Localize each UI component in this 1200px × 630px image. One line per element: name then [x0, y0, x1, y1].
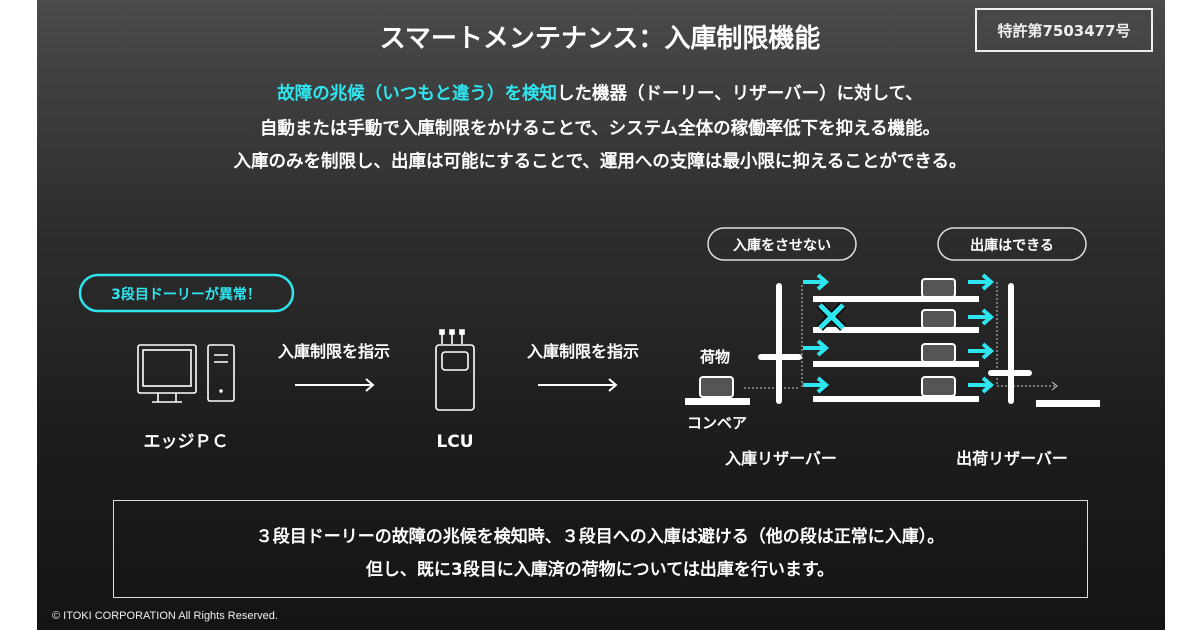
patent-badge: 特許第7503477号 [975, 8, 1153, 52]
blocked-x-icon [817, 302, 846, 331]
intro-line-1: 故障の兆候（いつもと違う）を検知した機器（ドーリー、リザーバー）に対して、 [0, 80, 1200, 105]
entry-reserver [758, 283, 802, 404]
cyan-arrow-icon [968, 273, 995, 291]
intro-line-2: 自動または手動で入庫制限をかけることで、システム全体の稼働率低下を抑える機能。 [259, 119, 941, 139]
edge-pc-label: エッジＰＣ [144, 432, 229, 452]
alert-text: 3段目ドーリーが異常！ [111, 286, 261, 303]
no-entry-pill [707, 227, 857, 261]
instruction-label-1: 入庫制限を指示 [278, 342, 390, 361]
exit-reserver [988, 283, 1032, 404]
lcu-device-icon [435, 329, 475, 411]
alert-pill [78, 273, 295, 313]
dotted-path [996, 282, 1055, 387]
cyan-arrow-icon [968, 342, 995, 360]
arrow-right-icon [295, 378, 375, 392]
arrow-right-icon [538, 378, 618, 392]
cyan-arrow-icon [803, 376, 830, 394]
intro-line-1-rest: した機器（ドーリー、リザーバー）に対して、 [556, 84, 923, 104]
exit-conveyor [1036, 400, 1100, 407]
dotted-arrow-icon [1051, 381, 1058, 391]
instruction-label-2: 入庫制限を指示 [527, 342, 639, 361]
cyan-arrow-icon [803, 339, 830, 357]
dotted-path [744, 285, 803, 389]
exit-ok-pill [937, 227, 1087, 261]
no-entry-label: 入庫をさせない [733, 237, 831, 254]
note-line-1: ３段目ドーリーの故障の兆候を検知時、３段目への入庫は避ける（他の段は正常に入庫）… [255, 527, 945, 547]
desktop-pc-icon [137, 344, 235, 403]
cyan-arrow-icon [803, 273, 830, 291]
copyright: © ITOKI CORPORATION All Rights Reserved. [52, 610, 278, 622]
entry-reserver-label: 入庫リザーバー [725, 449, 837, 468]
intro-line-3: 入庫のみを制限し、出庫は可能にすることで、運用への支障は最小限に抑えることができ… [233, 152, 967, 172]
note-box [113, 500, 1088, 598]
conveyor-label: コンベア [687, 414, 747, 432]
exit-ok-label: 出庫はできる [970, 237, 1054, 254]
cargo-boxes [921, 278, 956, 397]
cyan-arrow-icon [968, 376, 995, 394]
cargo-label: 荷物 [700, 348, 730, 366]
cyan-arrow-icon [968, 308, 995, 326]
intro-highlight: 故障の兆候（いつもと違う）を検知 [277, 84, 557, 104]
conveyor [685, 376, 750, 405]
lcu-label: LCU [436, 432, 473, 452]
storage-shelves [813, 296, 979, 402]
page-title: スマートメンテナンス：入庫制限機能 [379, 24, 821, 54]
exit-reserver-label: 出荷リザーバー [956, 449, 1068, 468]
note-line-2: 但し、既に3段目に入庫済の荷物については出庫を行います。 [365, 560, 835, 580]
